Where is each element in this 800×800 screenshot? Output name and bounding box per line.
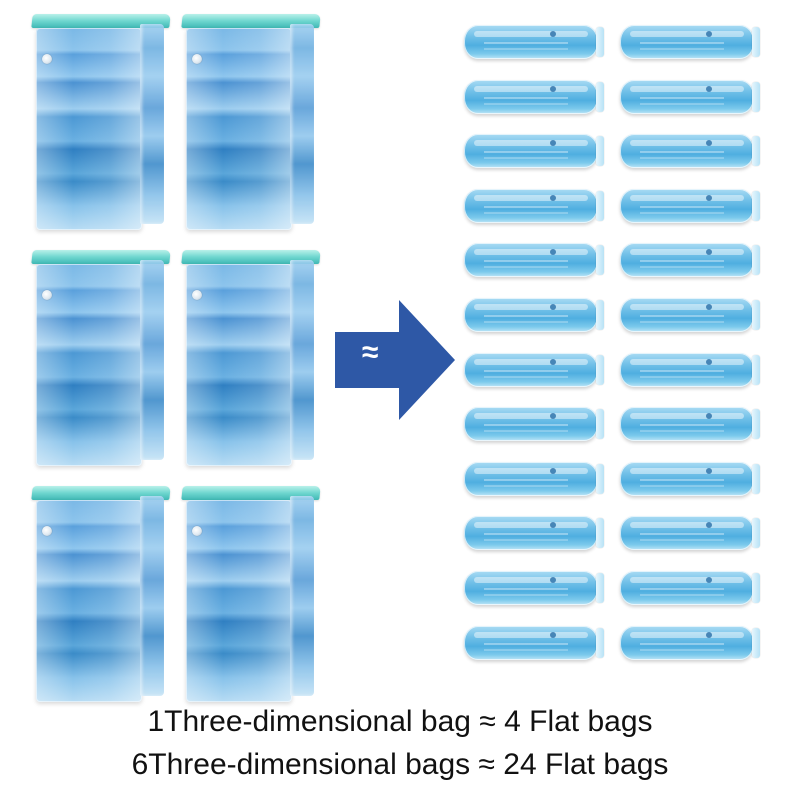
three-dimensional-bag bbox=[181, 250, 321, 466]
flat-bag bbox=[618, 131, 760, 171]
flat-bag bbox=[618, 568, 760, 608]
flat-bag bbox=[462, 131, 604, 171]
flat-bag bbox=[618, 350, 760, 390]
flat-bag bbox=[618, 22, 760, 62]
right-arrow-icon bbox=[335, 300, 455, 420]
flat-bag bbox=[462, 240, 604, 280]
flat-bag bbox=[618, 459, 760, 499]
flat-bag bbox=[462, 186, 604, 226]
flat-bag bbox=[618, 186, 760, 226]
caption-line-1: 1Three-dimensional bag ≈ 4 Flat bags bbox=[147, 705, 653, 738]
flat-bag bbox=[618, 623, 760, 663]
flat-bag bbox=[618, 240, 760, 280]
flat-bag bbox=[462, 22, 604, 62]
flat-bag bbox=[462, 459, 604, 499]
flat-bag bbox=[462, 404, 604, 444]
flat-bag bbox=[462, 568, 604, 608]
caption-line-2: 6Three-dimensional bags ≈ 24 Flat bags bbox=[131, 748, 669, 781]
three-dimensional-bag bbox=[31, 250, 171, 466]
three-dimensional-bag bbox=[31, 14, 171, 230]
approx-symbol: ≈ bbox=[362, 336, 379, 369]
three-dimensional-bag bbox=[181, 486, 321, 702]
flat-bag bbox=[462, 623, 604, 663]
flat-bag bbox=[462, 295, 604, 335]
flat-bag bbox=[462, 513, 604, 553]
flat-bag bbox=[618, 295, 760, 335]
three-dimensional-bag bbox=[31, 486, 171, 702]
flat-bag bbox=[618, 404, 760, 444]
flat-bag bbox=[618, 513, 760, 553]
flat-bag bbox=[462, 350, 604, 390]
flat-bag bbox=[462, 77, 604, 117]
arrow-shape bbox=[335, 300, 455, 420]
flat-bag bbox=[618, 77, 760, 117]
three-dimensional-bag bbox=[181, 14, 321, 230]
